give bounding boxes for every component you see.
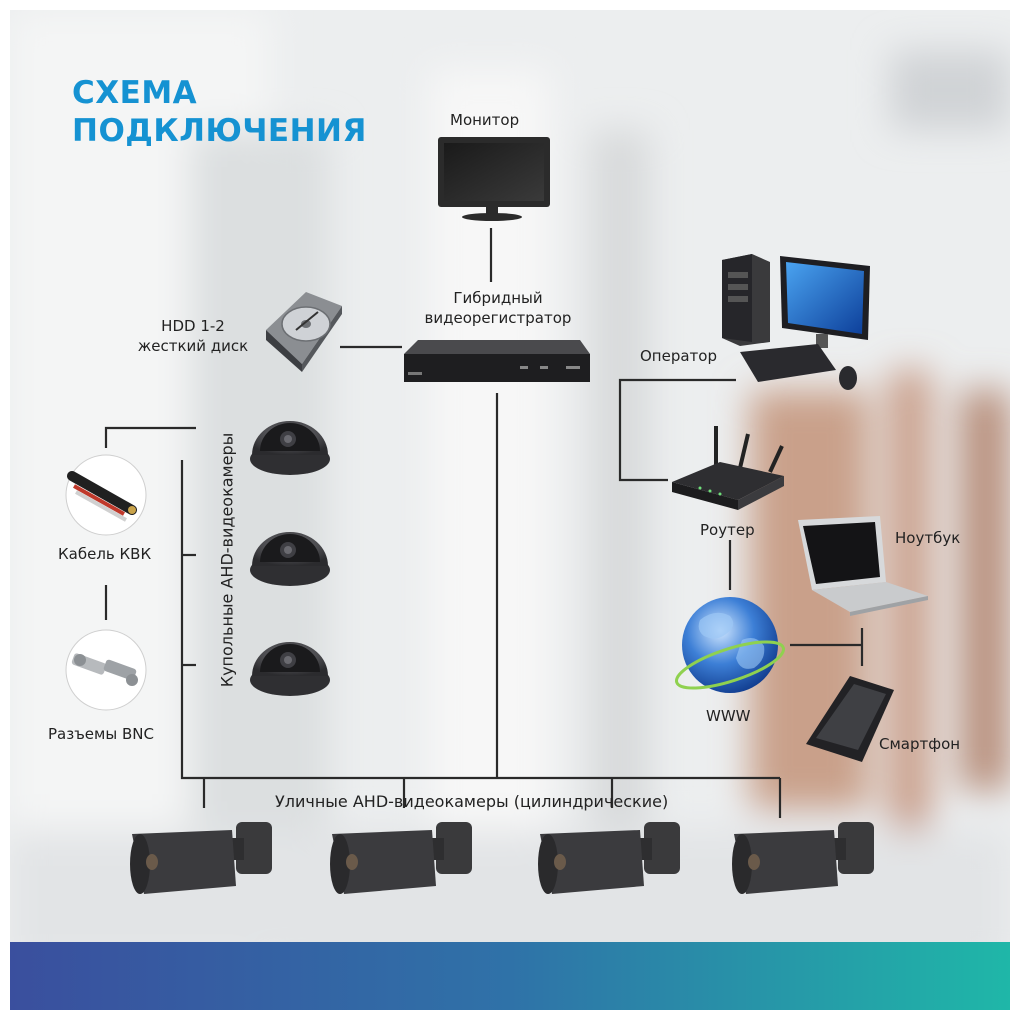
monitor-icon: [438, 137, 550, 221]
laptop-label: Ноутбук: [895, 529, 961, 547]
router-icon: [672, 426, 784, 510]
dome-camera-icon: [250, 642, 330, 696]
hdd-label-line-1: HDD 1-2: [161, 317, 225, 335]
hdd-label-line-2: жесткий диск: [137, 337, 249, 355]
smartphone-icon: [806, 676, 894, 762]
street-cameras-label: Уличные AHD-видеокамеры (цилиндрические): [275, 792, 669, 811]
diagram-title: СХЕМА ПОДКЛЮЧЕНИЯ: [72, 74, 367, 150]
dvr-label: Гибридный видеорегистратор: [406, 288, 590, 328]
bottom-gradient-bar: [10, 942, 1010, 1010]
dome-camera-icon: [250, 421, 330, 475]
desktop-pc-icon: [722, 254, 870, 390]
cable-icon: [65, 454, 147, 536]
router-label: Роутер: [700, 521, 755, 539]
bullet-camera-icon: [130, 822, 272, 894]
bullet-camera-icon: [732, 822, 874, 894]
bullet-camera-icon: [330, 822, 472, 894]
bnc-label: Разъемы BNC: [48, 725, 154, 743]
connection-lines: [104, 228, 864, 818]
bullet-camera-icon: [538, 822, 680, 894]
dvr-label-line-1: Гибридный: [453, 289, 543, 307]
title-line-1: СХЕМА: [72, 75, 198, 111]
laptop-icon: [798, 516, 928, 616]
title-line-2: ПОДКЛЮЧЕНИЯ: [72, 113, 367, 149]
hdd-label: HDD 1-2 жесткий диск: [128, 316, 258, 356]
hdd-icon: [266, 292, 342, 372]
dome-cameras-label: Купольные AHD-видеокамеры: [217, 432, 237, 688]
globe-icon: [675, 597, 785, 693]
dome-camera-icon: [250, 532, 330, 586]
smartphone-label: Смартфон: [879, 735, 961, 753]
bnc-connector-icon: [65, 629, 147, 711]
www-label: WWW: [706, 707, 751, 725]
dvr-label-line-2: видеорегистратор: [424, 309, 572, 327]
cable-label: Кабель КВК: [58, 545, 152, 563]
dvr-icon: [404, 340, 590, 382]
operator-label: Оператор: [640, 347, 717, 365]
monitor-label: Монитор: [450, 111, 520, 129]
dome-cameras-label-box: Купольные AHD-видеокамеры: [216, 420, 238, 700]
